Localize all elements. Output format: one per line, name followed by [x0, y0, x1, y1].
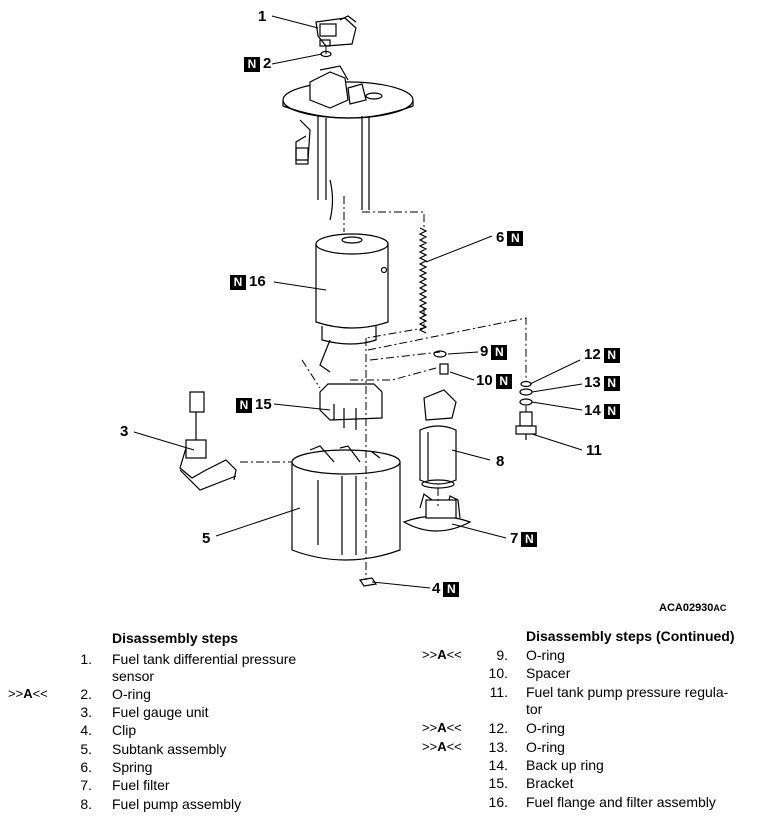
part-5-subtank-assembly [291, 445, 401, 561]
callout-11: 11 [586, 442, 602, 460]
callout-3: 3 [120, 423, 128, 441]
callout-number: 14 [584, 402, 601, 419]
step-row: 15.Bracket [488, 775, 574, 791]
callout-number: 4 [432, 580, 441, 597]
new-part-marker: N [603, 375, 620, 391]
new-part-marker: N [230, 274, 246, 290]
callout-number: 16 [249, 273, 266, 290]
step-row: tor [526, 701, 543, 717]
step-row: 1.Fuel tank differential pressure [80, 651, 297, 667]
callout-number: 5 [202, 530, 211, 547]
part-13-o-ring [519, 388, 533, 396]
step-row: sensor [112, 668, 155, 684]
callout-number: 13 [584, 374, 601, 391]
new-part-marker: N [521, 531, 538, 547]
new-part-marker: N [491, 344, 508, 360]
part-15-bracket [319, 383, 383, 430]
new-part-marker: N [603, 347, 620, 363]
step-mark: >>A<< [422, 647, 462, 662]
callout-8: 8 [496, 453, 504, 471]
step-row: 16.Fuel flange and filter assembly [488, 794, 716, 810]
step-mark: >>A<< [8, 686, 48, 701]
callout-number: 9 [480, 343, 489, 360]
callout-number: 6 [496, 229, 505, 246]
step-row: 7.Fuel filter [80, 777, 170, 793]
step-mark: >>A<< [422, 739, 462, 754]
new-part-marker: N [603, 403, 620, 419]
part-3-fuel-gauge-unit [179, 391, 237, 491]
part-7-fuel-filter [402, 492, 472, 532]
callout-number: 1 [258, 8, 267, 25]
steps-left-heading: Disassembly steps [112, 630, 239, 646]
part-8-fuel-pump-assembly [419, 363, 457, 489]
callout-number: 15 [255, 396, 272, 413]
new-part-marker: N [507, 230, 524, 246]
callout-1: 1 [258, 8, 266, 26]
step-mark: >>A<< [422, 720, 462, 735]
step-row: 5.Subtank assembly [80, 741, 227, 757]
part-11-pressure-regulator [515, 411, 537, 440]
step-row: 14.Back up ring [488, 757, 604, 773]
steps-left: Disassembly steps 1.Fuel tank differenti… [0, 630, 400, 820]
callout-number: 2 [263, 55, 272, 72]
part-16-filter-canister [315, 233, 389, 373]
part-9-o-ring [433, 350, 447, 358]
part-14-back-up-ring [519, 398, 533, 406]
step-row: >>A<<9.O-ring [422, 647, 565, 663]
step-row: 10.Spacer [488, 665, 571, 681]
exploded-view-diagram [133, 15, 583, 589]
callout-number: 7 [510, 530, 519, 547]
part-16-flange-top [282, 65, 414, 221]
callout-number: 12 [584, 346, 601, 363]
figure-code: ACA02930AC [659, 602, 727, 614]
part-4-clip [358, 577, 378, 587]
step-row: 11.Fuel tank pump pressure regula- [489, 684, 729, 700]
new-part-marker: N [236, 397, 252, 413]
step-row: >>A<<12.O-ring [422, 720, 565, 736]
new-part-marker: N [244, 56, 260, 72]
new-part-marker: N [443, 581, 460, 597]
callout-number: 11 [586, 442, 602, 459]
part-6-spring [418, 227, 428, 334]
step-row: 8.Fuel pump assembly [80, 796, 242, 812]
part-12-o-ring [520, 380, 532, 388]
callout-number: 3 [120, 423, 129, 440]
steps-right: Disassembly steps (Continued) >>A<<9.O-r… [400, 628, 761, 820]
step-row: 3.Fuel gauge unit [80, 704, 209, 720]
callout-number: 8 [496, 453, 505, 470]
callout-number: 10 [476, 372, 493, 389]
callout-5: 5 [202, 530, 210, 548]
step-row: 6.Spring [80, 759, 153, 775]
step-row: >>A<<2.O-ring [8, 686, 151, 702]
new-part-marker: N [495, 373, 512, 389]
step-row: >>A<<13.O-ring [422, 739, 565, 755]
steps-right-heading: Disassembly steps (Continued) [526, 628, 735, 644]
step-row: 4.Clip [80, 722, 137, 738]
part-1-differential-pressure-sensor [315, 15, 357, 47]
